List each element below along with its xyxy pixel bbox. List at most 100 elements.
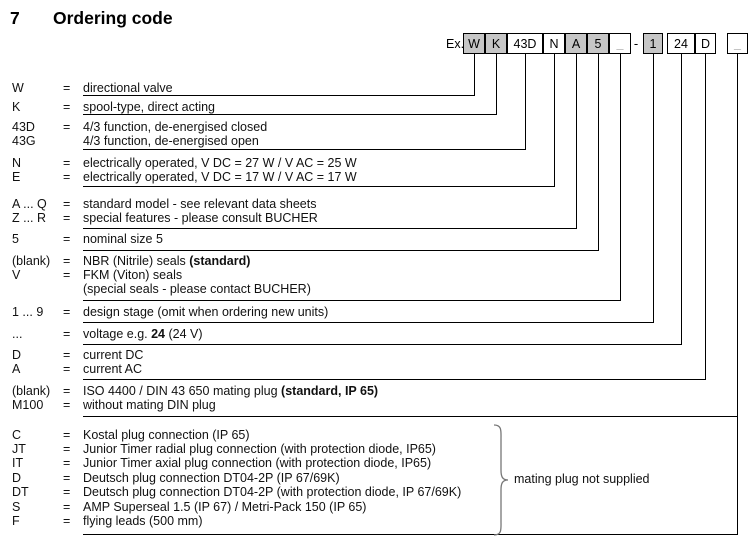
code-key: S (12, 500, 21, 514)
code-key: JT (12, 442, 26, 456)
code-box-label: 24 (674, 36, 688, 51)
description-text: Deutsch plug connection DT04-2P (with pr… (83, 485, 462, 499)
leader-underline (83, 300, 621, 301)
leader-underline (83, 322, 654, 323)
code-description: AMP Superseal 1.5 (IP 67) / Metri-Pack 1… (83, 500, 366, 514)
code-description: Deutsch plug connection DT04-2P (with pr… (83, 485, 461, 499)
code-box-label: K (491, 36, 501, 51)
description-text: current DC (83, 348, 144, 362)
description-text: special features - please consult BUCHER (83, 211, 318, 225)
code-box-label: 5 (594, 36, 602, 51)
code-key: W (12, 81, 24, 95)
code-box: W (463, 33, 485, 54)
equals-sign: = (63, 327, 71, 341)
description-emphasis: 24 (151, 327, 166, 341)
code-box: 24 (667, 33, 695, 54)
code-box: K (485, 33, 507, 54)
code-description: 4/3 function, de-energised closed (83, 120, 267, 134)
equals-sign: = (63, 398, 71, 412)
leader-underline (83, 250, 599, 251)
code-key: K (12, 100, 21, 114)
description-text: nominal size 5 (83, 232, 163, 246)
example-prefix: Ex. (446, 37, 465, 51)
grouping-brace (493, 424, 509, 536)
leader-vline (681, 54, 682, 344)
leader-underline (83, 416, 738, 417)
code-key: D (12, 471, 22, 485)
equals-sign: = (63, 100, 71, 114)
example-separator: - (633, 36, 639, 51)
code-box: 5 (587, 33, 609, 54)
description-text: FKM (Viton) seals (83, 268, 183, 282)
description-text: (special seals - please contact BUCHER) (83, 282, 311, 296)
equals-sign: = (63, 362, 71, 376)
code-box: _ (609, 33, 631, 54)
code-description: electrically operated, V DC = 27 W / V A… (83, 156, 357, 170)
code-box: N (543, 33, 565, 54)
code-description: standard model - see relevant data sheet… (83, 197, 316, 211)
description-text: AMP Superseal 1.5 (IP 67) / Metri-Pack 1… (83, 500, 367, 514)
description-text: electrically operated, V DC = 27 W / V A… (83, 156, 357, 170)
code-box: 43D (507, 33, 543, 54)
code-description: Kostal plug connection (IP 65) (83, 428, 250, 442)
code-box: D (695, 33, 716, 54)
code-box-label: A (571, 36, 581, 51)
section-number: 7 (10, 8, 20, 28)
code-key: 43G (12, 134, 36, 148)
description-text: (24 V) (165, 327, 203, 341)
code-box: 1 (643, 33, 663, 54)
equals-sign: = (63, 232, 71, 246)
code-key: D (12, 348, 22, 362)
code-box-label: D (700, 36, 711, 51)
description-text: Deutsch plug connection DT04-2P (IP 67/6… (83, 471, 340, 485)
description-text: Kostal plug connection (IP 65) (83, 428, 250, 442)
code-box-label: 1 (649, 36, 657, 51)
description-text: Junior Timer axial plug connection (with… (83, 456, 432, 470)
code-key: Z ... R (12, 211, 47, 225)
code-description: NBR (Nitrile) seals (standard) (83, 254, 250, 268)
code-key: C (12, 428, 22, 442)
code-box-label: W (468, 36, 480, 51)
equals-sign: = (63, 211, 71, 225)
code-description: current AC (83, 362, 142, 376)
equals-sign: = (63, 471, 71, 485)
code-description: (special seals - please contact BUCHER) (83, 282, 311, 296)
code-description: electrically operated, V DC = 17 W / V A… (83, 170, 357, 184)
equals-sign: = (63, 120, 71, 134)
leader-underline (83, 149, 526, 150)
code-description: without mating DIN plug (83, 398, 216, 412)
code-description: flying leads (500 mm) (83, 514, 203, 528)
equals-sign: = (63, 428, 71, 442)
leader-vline (576, 54, 577, 228)
leader-underline (83, 344, 682, 345)
description-text: 4/3 function, de-energised closed (83, 120, 268, 134)
code-key: 43D (12, 120, 35, 134)
description-text: without mating DIN plug (83, 398, 216, 412)
code-description: special features - please consult BUCHER (83, 211, 318, 225)
leader-underline (83, 186, 555, 187)
code-description: voltage e.g. 24 (24 V) (83, 327, 203, 341)
code-box-label: 43D (513, 36, 537, 51)
page-title: Ordering code (53, 8, 173, 28)
description-text: spool-type, direct acting (83, 100, 216, 114)
leader-underline (83, 228, 577, 229)
brace-note: mating plug not supplied (514, 472, 650, 486)
code-box: _ (727, 33, 748, 54)
leader-vline (598, 54, 599, 250)
description-text: directional valve (83, 81, 173, 95)
code-key: F (12, 514, 20, 528)
description-text: Junior Timer radial plug connection (wit… (83, 442, 436, 456)
leader-vline (653, 54, 654, 322)
code-key: 1 ... 9 (12, 305, 44, 319)
code-key: E (12, 170, 21, 184)
code-key: (blank) (12, 254, 51, 268)
description-text: ISO 4400 / DIN 43 650 mating plug (83, 384, 282, 398)
equals-sign: = (63, 514, 71, 528)
equals-sign: = (63, 348, 71, 362)
equals-sign: = (63, 268, 71, 282)
code-box: A (565, 33, 587, 54)
equals-sign: = (63, 156, 71, 170)
code-description: Deutsch plug connection DT04-2P (IP 67/6… (83, 471, 340, 485)
code-box-label: _ (734, 36, 741, 51)
description-text: standard model - see relevant data sheet… (83, 197, 317, 211)
